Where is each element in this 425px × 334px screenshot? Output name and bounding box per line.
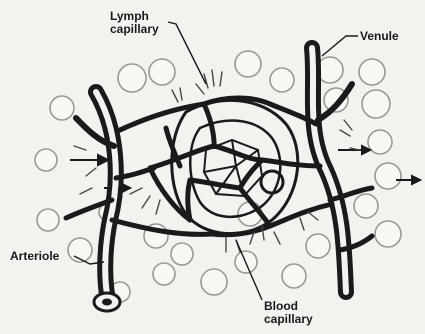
label-blood-capillary: Blood capillary — [264, 300, 313, 326]
arteriole-vessel — [66, 92, 154, 311]
label-lymph-capillary: Lymph capillary — [110, 10, 159, 36]
leader-venule — [322, 36, 358, 56]
label-blood-capillary-line2: capillary — [264, 313, 313, 326]
label-arteriole: Arteriole — [10, 250, 59, 263]
label-venule: Venule — [360, 30, 399, 43]
label-lymph-capillary-line2: capillary — [110, 23, 159, 36]
